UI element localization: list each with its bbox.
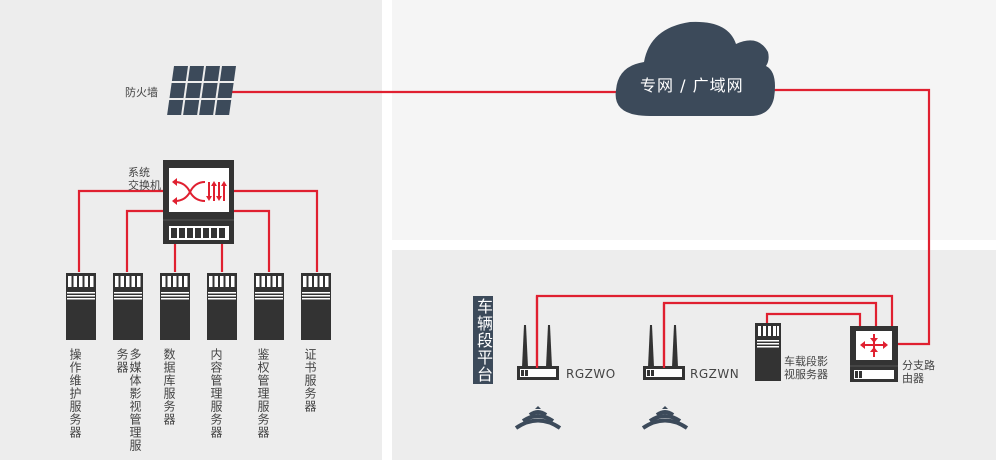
wifi-signal-icon <box>514 406 562 430</box>
ap-label-1: RGZWO <box>566 367 616 381</box>
wireless-router-icon <box>643 325 685 380</box>
server-label-3-col2: 服务器 <box>162 387 176 426</box>
server-label-5-col1: 鉴权管理 <box>256 348 270 400</box>
firewall-grid-icon[interactable] <box>167 66 236 115</box>
server-label-1-col2: 服务器 <box>68 400 82 439</box>
server-icon[interactable] <box>160 273 190 340</box>
link-switch-server-5 <box>233 209 271 272</box>
server-label-3: 数据库服务器 <box>162 348 176 426</box>
video-server-label-line1: 车载段影 <box>784 355 828 368</box>
server-icon[interactable] <box>254 273 284 340</box>
server-label-2-col2: 管理服务器 <box>115 348 142 452</box>
link-switch-server-6 <box>233 189 319 272</box>
switch-icon[interactable] <box>163 160 234 244</box>
link-ap1-router <box>535 294 894 368</box>
server-group <box>66 273 331 340</box>
branch-router-label-line1: 分支路 <box>902 359 935 372</box>
link-cloud-branch-router <box>770 88 931 346</box>
access-point-2[interactable] <box>643 325 685 380</box>
server-icon[interactable] <box>301 273 331 340</box>
server-label-3-col1: 数据库 <box>162 348 176 387</box>
firewall-label: 防火墙 <box>125 86 158 99</box>
depot-platform-label: 车辆段平台 <box>473 296 493 384</box>
video-server-label-line2: 视服务器 <box>784 368 828 381</box>
server-label-4-col1: 内容管理 <box>209 348 223 400</box>
branch-router-icon[interactable] <box>850 326 898 382</box>
link-switch-server-2 <box>125 209 163 272</box>
server-label-1: 操作维护服务器 <box>68 348 82 439</box>
branch-router-label-line2: 由器 <box>902 372 924 385</box>
wifi-signal-icon <box>641 406 689 430</box>
link-switch-server-1 <box>77 189 163 272</box>
cloud-label: 专网 / 广域网 <box>640 76 744 95</box>
server-label-4: 内容管理服务器 <box>209 348 223 439</box>
wireless-router-icon <box>517 325 559 380</box>
access-point-1[interactable] <box>517 325 559 380</box>
server-icon[interactable] <box>207 273 237 340</box>
switch-label-line1: 系统 <box>128 166 150 179</box>
video-server-icon[interactable] <box>755 323 781 381</box>
link-video-router <box>765 312 862 326</box>
server-label-6: 证书服务器 <box>303 348 317 413</box>
server-label-1-col1: 操作维护 <box>68 348 82 400</box>
server-label-2: 多媒体影视管理服务器 <box>115 348 142 460</box>
server-label-5-col2: 服务器 <box>256 400 270 439</box>
server-label-6-col2: 服务器 <box>303 374 317 413</box>
cloud-icon[interactable] <box>615 21 775 116</box>
switch-arrows-icon <box>174 181 225 202</box>
server-label-4-col2: 服务器 <box>209 400 223 439</box>
ap-label-2: RGZWN <box>690 367 740 381</box>
server-label-6-col1: 证书 <box>303 348 317 374</box>
server-icon[interactable] <box>66 273 96 340</box>
switch-label-line2: 交换机 <box>128 179 161 192</box>
server-label-2-col1: 多媒体影视 <box>128 348 142 413</box>
server-icon[interactable] <box>113 273 143 340</box>
server-label-5: 鉴权管理服务器 <box>256 348 270 439</box>
